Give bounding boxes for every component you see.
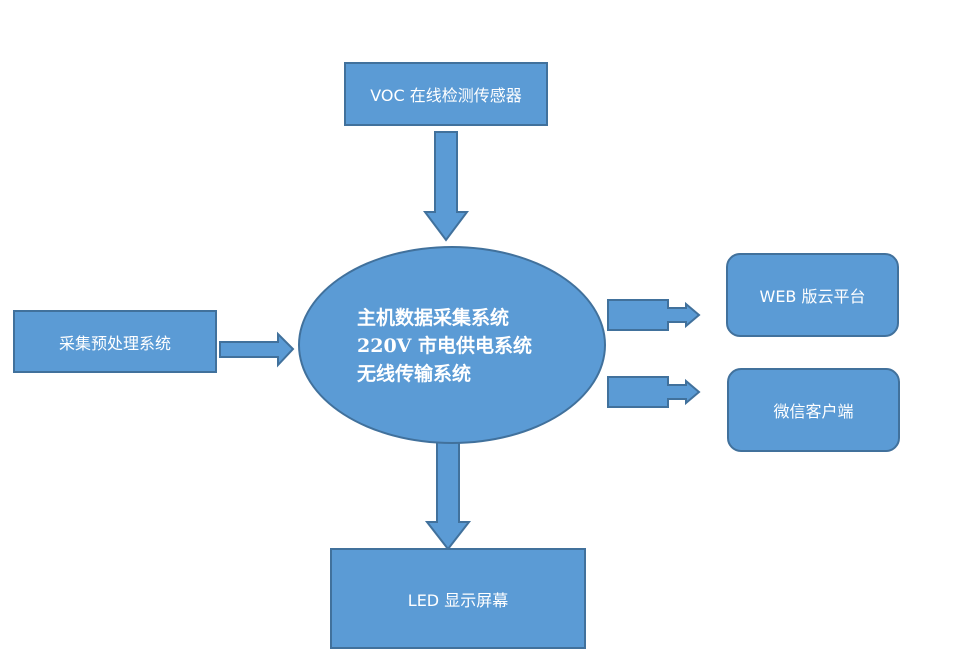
host-system-line-1: 主机数据采集系统 — [357, 307, 510, 329]
web-platform-label: WEB 版云平台 — [759, 287, 866, 306]
arrow-host-to-led — [424, 441, 472, 551]
wechat-client-label: 微信客户端 — [773, 402, 854, 421]
arrow-collect-to-host — [219, 331, 295, 368]
led-screen-label: LED 显示屏幕 — [407, 590, 509, 610]
arrow-host-to-web — [607, 299, 701, 331]
collect-preprocess-label: 采集预处理系统 — [58, 333, 171, 353]
host-system-ellipse — [298, 246, 606, 444]
host-system-line-2: 220V 市电供电系统 — [357, 335, 533, 357]
voc-sensor-box: VOC 在线检测传感器 — [344, 62, 548, 126]
web-platform-box: WEB 版云平台 — [726, 253, 899, 337]
voc-sensor-label: VOC 在线检测传感器 — [370, 86, 522, 105]
wechat-client-box: 微信客户端 — [727, 368, 900, 452]
arrow-voc-to-host — [423, 131, 469, 242]
host-system-line-3: 无线传输系统 — [357, 363, 472, 385]
host-system-text: 主机数据采集系统 220V 市电供电系统 无线传输系统 — [357, 304, 532, 388]
arrow-host-to-wechat — [607, 376, 701, 408]
collect-preprocess-box: 采集预处理系统 — [13, 310, 217, 373]
led-screen-box: LED 显示屏幕 — [330, 548, 586, 649]
